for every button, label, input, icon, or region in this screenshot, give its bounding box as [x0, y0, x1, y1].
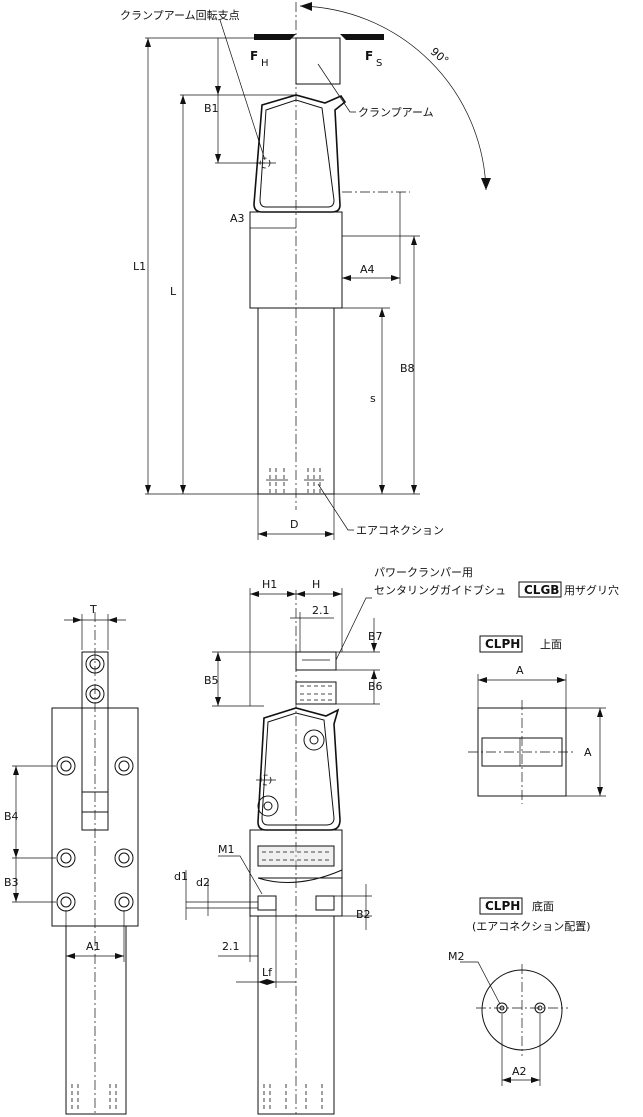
- dim-d1: d1: [174, 870, 188, 883]
- svg-text:S: S: [376, 58, 382, 69]
- dim-B5: B5: [204, 674, 219, 687]
- clph-bottom-title: 底面: [532, 899, 554, 913]
- cylinder: [257, 307, 335, 495]
- dim-T: T: [89, 603, 97, 616]
- dim-B7: B7: [368, 630, 383, 643]
- dim-M2: M2: [448, 950, 465, 963]
- dim-M1: M1: [218, 843, 235, 856]
- dim-B3: B3: [4, 876, 19, 889]
- clph-top-view: CLPH 上面 A A: [468, 635, 606, 804]
- dim-L: L: [170, 285, 177, 298]
- dim-2-1-bottom: 2.1: [222, 940, 240, 953]
- dim-s: s: [370, 392, 376, 405]
- svg-text:H: H: [261, 58, 269, 69]
- bushing-note-line2a: センタリングガイドブシュ: [374, 583, 506, 597]
- fs-arrow-icon: [340, 34, 384, 40]
- clph-bottom-view: CLPH 底面 (エアコネクション配置) M2 A2: [448, 897, 591, 1086]
- dim-A2: A2: [512, 1065, 527, 1078]
- dim-H1: H1: [262, 578, 277, 591]
- fh-label: F: [250, 49, 258, 63]
- section-view: H1 H 2.1 B7 B6 B5 M1 d1 d2 B2: [174, 566, 619, 1115]
- dim-Lf: Lf: [262, 966, 273, 979]
- clph-top-code: CLPH: [485, 637, 520, 651]
- dim-A4: A4: [360, 263, 375, 276]
- front-view: T B4 B3 A1: [4, 603, 139, 1115]
- arm-top-block: [295, 37, 341, 85]
- dim-A-side: A: [584, 746, 592, 759]
- clph-bottom-note: (エアコネクション配置): [472, 920, 591, 933]
- clph-top-title: 上面: [540, 638, 562, 651]
- dim-H: H: [312, 578, 320, 591]
- fh-arrow-icon: [254, 34, 296, 40]
- dim-B1: B1: [204, 102, 219, 115]
- dim-A1: A1: [86, 940, 101, 953]
- dim-L1: L1: [133, 260, 146, 273]
- dim-B2: B2: [356, 908, 371, 921]
- dim-A3: A3: [230, 212, 245, 225]
- clph-bottom-code: CLPH: [485, 899, 520, 913]
- pivot-label: クランプアーム回転支点: [120, 9, 240, 22]
- dim-B6: B6: [368, 680, 383, 693]
- dim-A-top: A: [516, 664, 524, 677]
- rotation-arc: [299, 5, 487, 191]
- dim-2-1-top: 2.1: [312, 604, 330, 617]
- dim-B8: B8: [400, 362, 415, 375]
- dim-B4: B4: [4, 810, 19, 823]
- bushing-note-line1: パワークランパー用: [374, 566, 473, 579]
- dim-D: D: [290, 518, 298, 531]
- bushing-note-line2b: 用ザグリ穴: [564, 583, 619, 597]
- section-arm-outline: [257, 707, 341, 831]
- air-label: エアコネクション: [356, 524, 444, 537]
- arm-label: クランプアーム: [358, 106, 434, 119]
- fs-label: F: [365, 49, 373, 63]
- angle-label: 90°: [428, 45, 451, 67]
- dim-d2: d2: [196, 876, 210, 889]
- clamp-arm-outline: [253, 94, 347, 213]
- front-cylinder: [65, 925, 127, 1115]
- side-elevation-view: F H F S 90°: [120, 2, 491, 540]
- bushing-code: CLGB: [524, 583, 559, 597]
